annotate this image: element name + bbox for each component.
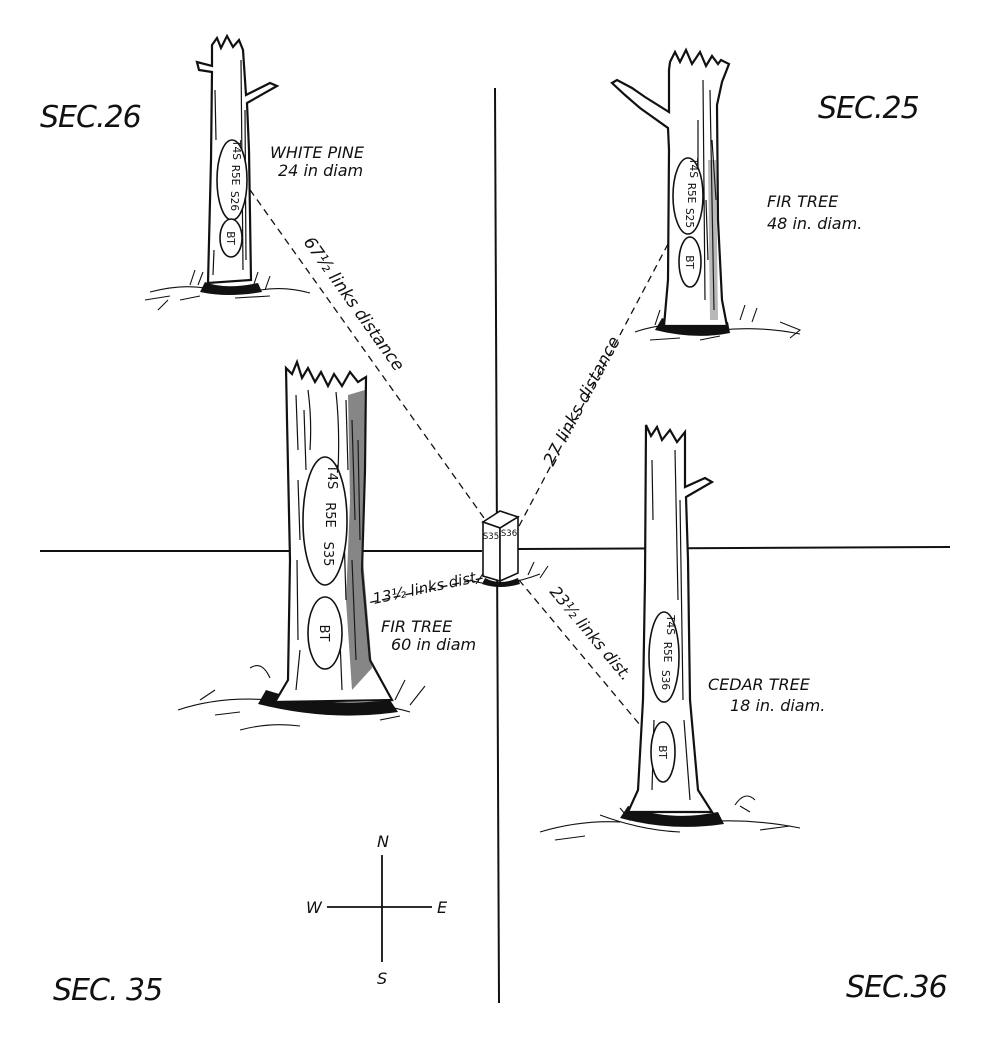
section-label-se: SEC.36	[846, 970, 947, 1005]
blaze-mark	[672, 157, 704, 235]
ground-grass	[539, 795, 801, 841]
bearing-line-cedar	[518, 579, 641, 726]
bt-blaze-mark	[650, 721, 676, 783]
tree-labels: WHITE PINE 24 in diam FIR TREE 48 in. di…	[270, 143, 862, 715]
bt-label: BT	[316, 625, 331, 642]
bt-blaze-mark	[307, 596, 343, 670]
distance-white-pine: 67½ links distance	[299, 233, 408, 375]
bt-blaze-mark	[678, 236, 702, 288]
ground-grass	[177, 665, 426, 731]
section-label-sw: SEC. 35	[53, 973, 162, 1008]
blaze-mark	[648, 611, 680, 703]
tree-fir-sw: T4S R5E S35 BT	[177, 358, 426, 731]
blaze-section: S36	[659, 670, 671, 690]
post-label-s35: S35	[483, 532, 499, 542]
fir-ne-diameter: 48 in. diam.	[767, 214, 862, 233]
blaze-mark	[302, 456, 348, 586]
corner-post: S35 S36	[469, 510, 549, 587]
white-pine-species: WHITE PINE	[270, 143, 365, 162]
blaze-range: R5E	[322, 502, 337, 528]
bt-label: BT	[224, 231, 236, 245]
distance-fir-ne: 27 links distance	[540, 333, 625, 469]
blaze-section: S25	[683, 208, 695, 228]
bearing-line-white-pine	[242, 179, 485, 519]
fir-ne-species: FIR TREE	[767, 192, 839, 211]
bt-label: BT	[656, 745, 668, 759]
blaze-range: R5E	[661, 642, 673, 663]
tree-white-pine: T4S R5E S26 BT	[144, 33, 311, 311]
post-face-right	[499, 515, 519, 583]
post-face-left	[482, 520, 501, 583]
section-label-nw: SEC.26	[40, 100, 141, 135]
blaze-section: S26	[228, 191, 240, 211]
blaze-township: T4S	[230, 139, 242, 160]
cedar-species: CEDAR TREE	[708, 675, 811, 694]
tree-fir-ne: T4S R5E S25 BT	[610, 47, 802, 341]
ground-grass	[144, 269, 311, 311]
compass-east: E	[437, 898, 448, 917]
section-label-ne: SEC.25	[818, 91, 919, 126]
bt-label: BT	[683, 255, 695, 269]
blaze-township: T4S	[687, 157, 699, 178]
blaze-township: T4S	[664, 614, 676, 635]
distance-cedar: 23½ links dist.	[546, 582, 636, 684]
blaze-range: R5E	[685, 183, 697, 204]
compass-west: W	[306, 898, 323, 917]
section-labels: SEC.26 SEC.25 SEC. 35 SEC.36	[40, 91, 948, 1008]
blaze-section: S35	[320, 542, 335, 567]
horizontal-section-line-east	[517, 546, 951, 550]
bark-texture	[295, 389, 372, 691]
compass-south: S	[377, 969, 387, 988]
post-label-s36: S36	[501, 529, 517, 539]
bt-blaze-mark	[219, 218, 243, 258]
blaze-township: T4S	[324, 464, 339, 489]
cedar-diameter: 18 in. diam.	[730, 696, 825, 715]
distance-fir-sw: 13½ links dist.	[371, 568, 482, 608]
compass-north: N	[377, 832, 389, 851]
fir-sw-diameter: 60 in diam	[391, 635, 476, 654]
bearing-line-fir-ne	[517, 243, 669, 529]
fir-sw-species: FIR TREE	[381, 617, 453, 636]
tree-cedar: T4S R5E S36 BT	[539, 424, 801, 841]
blaze-range: R5E	[229, 165, 241, 186]
white-pine-diameter: 24 in diam	[278, 161, 363, 180]
compass-rose: N S W E	[306, 832, 448, 988]
